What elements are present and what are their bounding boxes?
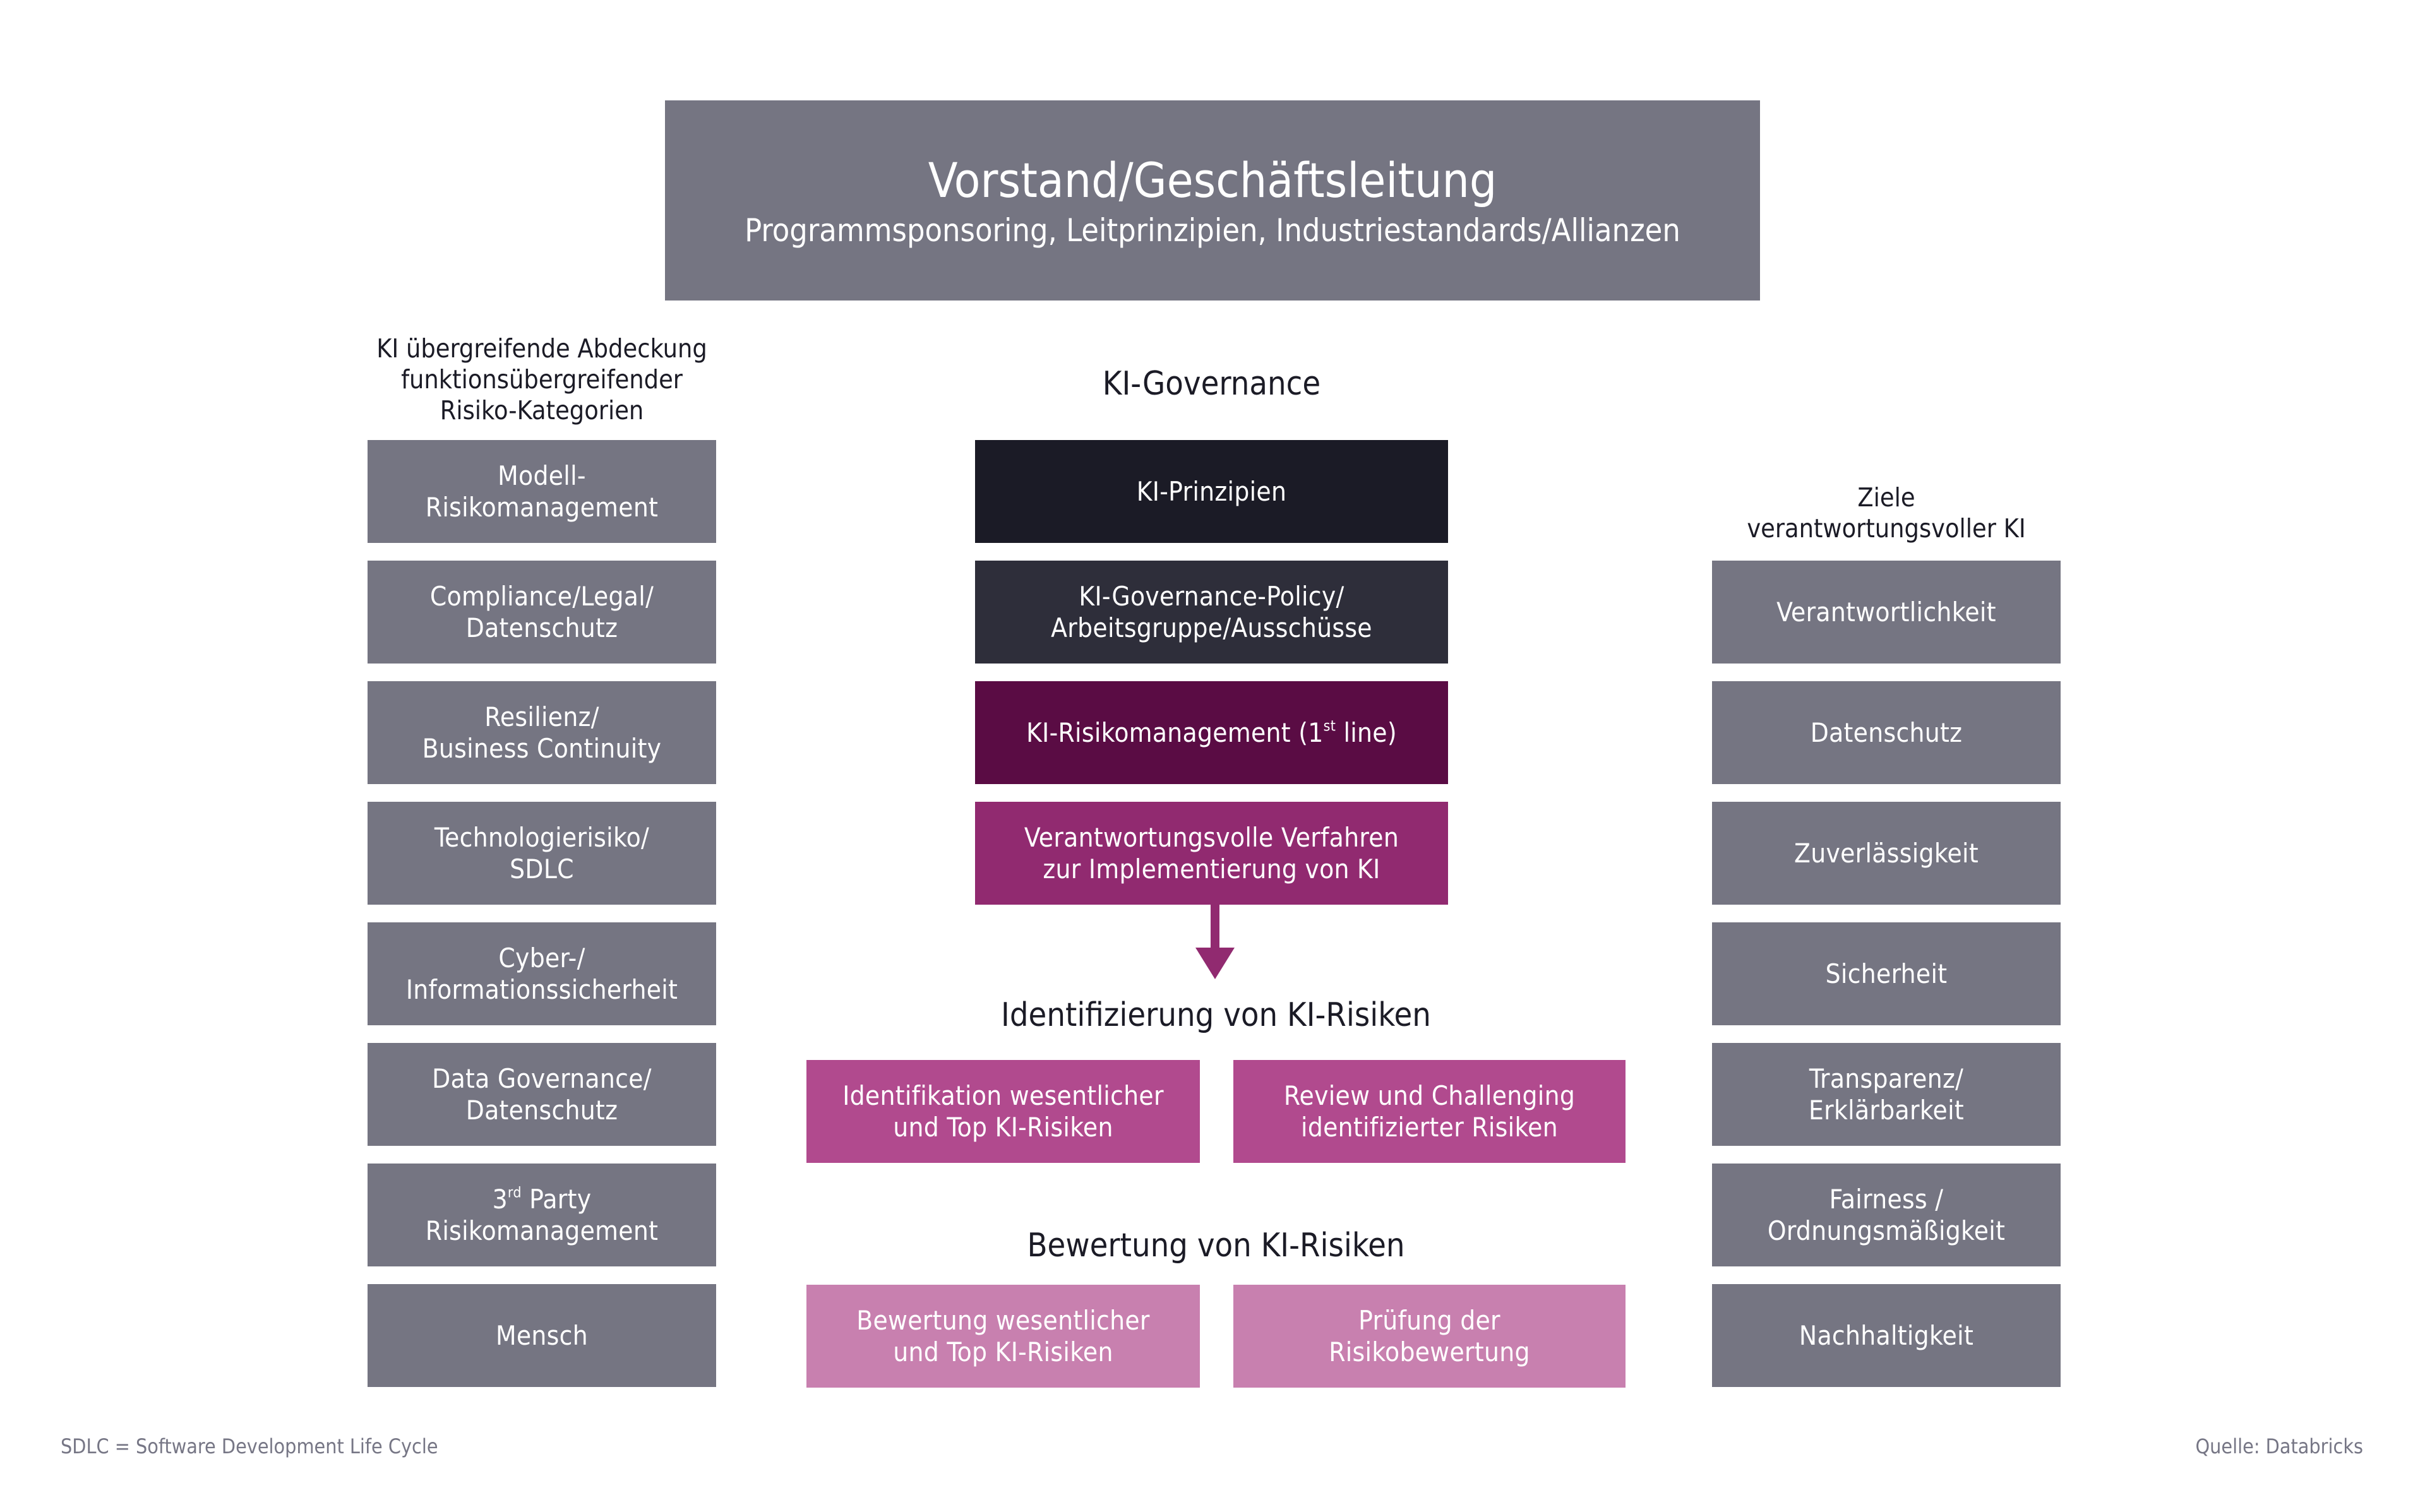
board-box: Vorstand/Geschäftsleitung Programmsponso…: [665, 100, 1760, 301]
right-item-privacy: Datenschutz: [1712, 681, 2061, 784]
left-item-compliance: Compliance/Legal/ Datenschutz: [368, 561, 716, 664]
left-column-heading: KI übergreifende Abdeckung funktionsüber…: [376, 333, 707, 426]
label-part: line): [1336, 717, 1397, 748]
right-item-reliability: Zuverlässigkeit: [1712, 802, 2061, 905]
left-item-third-party: 3rd Party Risikomanagement: [368, 1164, 716, 1266]
label-superscript: st: [1323, 718, 1336, 735]
left-item-label: Cyber-/ Informationssicherheit: [405, 942, 678, 1005]
label-part: KI-Risikomanagement (1: [1026, 717, 1324, 748]
center-item-label: KI-Risikomanagement (1st line): [1026, 717, 1397, 749]
right-item-sustainability: Nachhaltigkeit: [1712, 1284, 2061, 1387]
label-part: 3: [492, 1183, 508, 1215]
left-item-label: Modell- Risikomanagement: [425, 460, 659, 523]
right-item-fairness: Fairness / Ordnungsmäßigkeit: [1712, 1164, 2061, 1266]
identification-item-review: Review und Challenging identifizierter R…: [1233, 1060, 1626, 1163]
left-item-label: Technologierisiko/ SDLC: [434, 821, 650, 884]
center-item-label: KI-Prinzipien: [1136, 475, 1287, 507]
right-item-label: Verantwortlichkeit: [1776, 596, 1996, 628]
center-item-risk-management: KI-Risikomanagement (1st line): [975, 681, 1448, 784]
right-item-security: Sicherheit: [1712, 922, 2061, 1025]
right-item-label: Zuverlässigkeit: [1794, 837, 1979, 869]
left-item-resilience: Resilienz/ Business Continuity: [368, 681, 716, 784]
board-title: Vorstand/Geschäftsleitung: [928, 152, 1497, 208]
left-item-model-risk: Modell- Risikomanagement: [368, 440, 716, 543]
identification-heading: Identifizierung von KI-Risiken: [1001, 996, 1431, 1034]
right-item-label: Transparenz/ Erklärbarkeit: [1809, 1063, 1964, 1126]
assessment-item-top-risks: Bewertung wesentlicher und Top KI-Risike…: [806, 1285, 1200, 1388]
right-item-label: Nachhaltigkeit: [1799, 1319, 1974, 1351]
right-item-accountability: Verantwortlichkeit: [1712, 561, 2061, 664]
governance-heading: KI-Governance: [1102, 365, 1321, 403]
center-item-principles: KI-Prinzipien: [975, 440, 1448, 543]
left-item-data-governance: Data Governance/ Datenschutz: [368, 1043, 716, 1146]
assessment-item-label: Prüfung der Risikobewertung: [1329, 1304, 1530, 1367]
center-item-responsible-procedures: Verantwortungsvolle Verfahren zur Implem…: [975, 802, 1448, 905]
footnote: SDLC = Software Development Life Cycle: [61, 1434, 438, 1458]
label-superscript: rd: [507, 1184, 522, 1201]
right-item-transparency: Transparenz/ Erklärbarkeit: [1712, 1043, 2061, 1146]
assessment-heading: Bewertung von KI-Risiken: [1027, 1227, 1405, 1265]
center-item-label: Verantwortungsvolle Verfahren zur Implem…: [1024, 821, 1399, 884]
assessment-item-review: Prüfung der Risikobewertung: [1233, 1285, 1626, 1388]
left-item-label: Resilienz/ Business Continuity: [422, 701, 662, 764]
left-item-label: Data Governance/ Datenschutz: [432, 1063, 652, 1126]
right-item-label: Fairness / Ordnungsmäßigkeit: [1767, 1183, 2006, 1246]
left-item-human: Mensch: [368, 1284, 716, 1387]
assessment-item-label: Bewertung wesentlicher und Top KI-Risike…: [856, 1304, 1150, 1367]
left-item-label: 3rd Party Risikomanagement: [426, 1184, 658, 1247]
identification-item-top-risks: Identifikation wesentlicher und Top KI-R…: [806, 1060, 1200, 1163]
center-item-policy: KI-Governance-Policy/ Arbeitsgruppe/Auss…: [975, 561, 1448, 664]
right-item-label: Datenschutz: [1810, 717, 1963, 748]
left-item-technology-risk: Technologierisiko/ SDLC: [368, 802, 716, 905]
center-item-label: KI-Governance-Policy/ Arbeitsgruppe/Auss…: [1051, 580, 1372, 643]
down-arrow-icon: [1195, 905, 1235, 979]
left-item-cyber: Cyber-/ Informationssicherheit: [368, 922, 716, 1025]
identification-item-label: Identifikation wesentlicher und Top KI-R…: [842, 1080, 1164, 1143]
identification-item-label: Review und Challenging identifizierter R…: [1283, 1080, 1576, 1143]
right-item-label: Sicherheit: [1825, 958, 1948, 989]
left-item-label: Mensch: [495, 1319, 589, 1351]
source-note: Quelle: Databricks: [2195, 1434, 2363, 1458]
right-column-heading: Ziele verantwortungsvoller KI: [1747, 482, 2026, 544]
label-part: Party Risikomanagement: [425, 1183, 659, 1246]
board-subtitle: Programmsponsoring, Leitprinzipien, Indu…: [745, 211, 1680, 249]
left-item-label: Compliance/Legal/ Datenschutz: [429, 580, 654, 643]
